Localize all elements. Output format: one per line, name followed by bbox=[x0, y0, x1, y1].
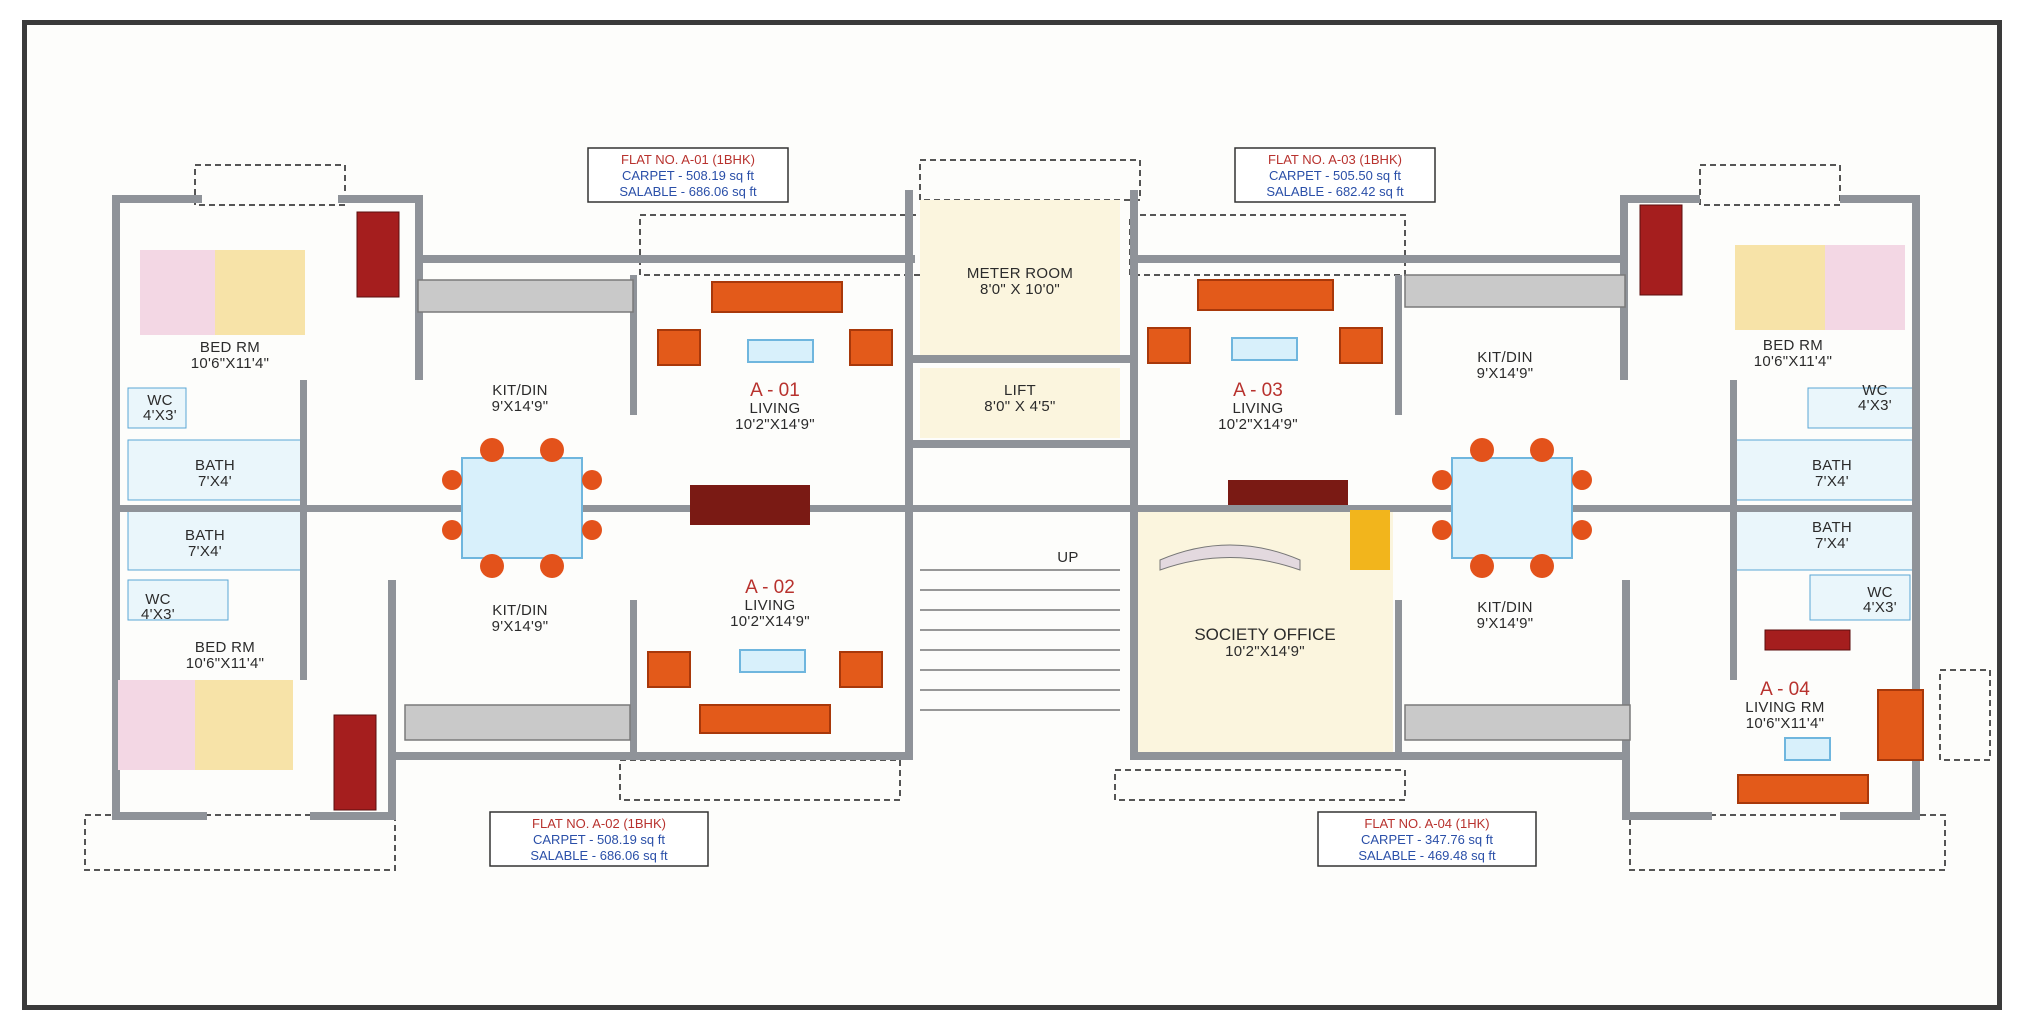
wc-label: WC bbox=[145, 591, 171, 608]
bedroom-label: BED RM bbox=[1763, 337, 1823, 354]
salable-area: SALABLE - 682.42 sq ft bbox=[1266, 184, 1404, 199]
flat-number: FLAT NO. A-04 (1HK) bbox=[1364, 816, 1489, 831]
wc-size: 4'X3' bbox=[143, 407, 177, 424]
balcony-outline bbox=[639, 214, 931, 276]
lift-label: LIFT bbox=[1004, 382, 1036, 399]
kitchen-size: 9'X14'9" bbox=[1477, 365, 1534, 382]
stair-up-label: UP bbox=[1057, 549, 1078, 566]
image-frame bbox=[22, 20, 2002, 1010]
wardrobes bbox=[333, 204, 1851, 811]
kitchen-size: 9'X14'9" bbox=[492, 618, 549, 635]
kitchen-label: KIT/DIN bbox=[492, 382, 547, 399]
lift-size: 8'0" X 4'5" bbox=[984, 398, 1055, 415]
core-area bbox=[920, 200, 1393, 752]
balcony-outline bbox=[84, 814, 396, 871]
carpet-area: CARPET - 508.19 sq ft bbox=[622, 168, 754, 183]
bath-label: BATH bbox=[185, 527, 225, 544]
balcony-outline bbox=[1629, 814, 1946, 871]
salable-area: SALABLE - 686.06 sq ft bbox=[619, 184, 757, 199]
unit-label: A - 02 bbox=[745, 577, 795, 598]
living-label: LIVING bbox=[1233, 400, 1284, 417]
unit-label: A - 01 bbox=[750, 380, 800, 401]
balcony-outline bbox=[1129, 214, 1406, 276]
wc-size: 4'X3' bbox=[1858, 397, 1892, 414]
flat-number: FLAT NO. A-02 (1BHK) bbox=[532, 816, 666, 831]
bedroom-size: 10'6"X11'4" bbox=[191, 355, 270, 372]
balcony-outline bbox=[619, 759, 901, 801]
carpet-area: CARPET - 347.76 sq ft bbox=[1361, 832, 1493, 847]
flat-info-box-a03: FLAT NO. A-03 (1BHK) CARPET - 505.50 sq … bbox=[1234, 147, 1436, 203]
kitchen-label: KIT/DIN bbox=[1477, 599, 1532, 616]
salable-area: SALABLE - 686.06 sq ft bbox=[530, 848, 668, 863]
living-label: LIVING RM bbox=[1745, 699, 1824, 716]
flat-info-box-a01: FLAT NO. A-01 (1BHK) CARPET - 508.19 sq … bbox=[587, 147, 789, 203]
flat-number: FLAT NO. A-01 (1BHK) bbox=[621, 152, 755, 167]
bedroom-label: BED RM bbox=[200, 339, 260, 356]
living-label: LIVING bbox=[750, 400, 801, 417]
kitchen-counters bbox=[404, 274, 1631, 741]
balcony-outline bbox=[194, 164, 346, 206]
living-size: 10'2"X14'9" bbox=[1218, 416, 1298, 433]
meter-room-size: 8'0" X 10'0" bbox=[980, 281, 1060, 298]
wc-size: 4'X3' bbox=[1863, 599, 1897, 616]
society-office-size: 10'2"X14'9" bbox=[1225, 643, 1305, 660]
bath-label: BATH bbox=[195, 457, 235, 474]
beds bbox=[118, 245, 1905, 770]
society-office-label: SOCIETY OFFICE bbox=[1194, 625, 1335, 644]
bedroom-size: 10'6"X11'4" bbox=[186, 655, 265, 672]
balcony-outline bbox=[919, 159, 1141, 201]
unit-label: A - 03 bbox=[1233, 380, 1283, 401]
bath-size: 7'X4' bbox=[1815, 535, 1849, 552]
bathroom-tiles bbox=[127, 387, 1914, 621]
flat-info-box-a02: FLAT NO. A-02 (1BHK) CARPET - 508.19 sq … bbox=[489, 811, 709, 867]
wc-label: WC bbox=[1867, 584, 1893, 601]
carpet-area: CARPET - 505.50 sq ft bbox=[1269, 168, 1401, 183]
living-size: 10'2"X14'9" bbox=[730, 613, 810, 630]
bath-size: 7'X4' bbox=[1815, 473, 1849, 490]
flat-number: FLAT NO. A-03 (1BHK) bbox=[1268, 152, 1402, 167]
room-labels: BED RM 10'6"X11'4" BED RM 10'6"X11'4" BE… bbox=[141, 265, 1897, 732]
living-furniture bbox=[647, 279, 1924, 804]
bath-size: 7'X4' bbox=[188, 543, 222, 560]
carpet-area: CARPET - 508.19 sq ft bbox=[533, 832, 665, 847]
flat-info-box-a04: FLAT NO. A-04 (1HK) CARPET - 347.76 sq f… bbox=[1317, 811, 1537, 867]
kitchen-size: 9'X14'9" bbox=[492, 398, 549, 415]
living-label: LIVING bbox=[745, 597, 796, 614]
bedroom-label: BED RM bbox=[195, 639, 255, 656]
living-size: 10'6"X11'4" bbox=[1746, 715, 1825, 732]
wc-size: 4'X3' bbox=[141, 606, 175, 623]
walls bbox=[112, 190, 1920, 820]
kitchen-label: KIT/DIN bbox=[492, 602, 547, 619]
living-size: 10'2"X14'9" bbox=[735, 416, 815, 433]
balcony-outline bbox=[1114, 769, 1406, 801]
dining-tables bbox=[442, 438, 1592, 578]
bath-size: 7'X4' bbox=[198, 473, 232, 490]
wc-label: WC bbox=[147, 392, 173, 409]
meter-room-label: METER ROOM bbox=[967, 265, 1073, 282]
bedroom-size: 10'6"X11'4" bbox=[1754, 353, 1833, 370]
wc-label: WC bbox=[1862, 382, 1888, 399]
kitchen-label: KIT/DIN bbox=[1477, 349, 1532, 366]
salable-area: SALABLE - 469.48 sq ft bbox=[1358, 848, 1496, 863]
bath-label: BATH bbox=[1812, 457, 1852, 474]
balcony-outline bbox=[1939, 669, 1991, 761]
kitchen-size: 9'X14'9" bbox=[1477, 615, 1534, 632]
bath-label: BATH bbox=[1812, 519, 1852, 536]
unit-label: A - 04 bbox=[1760, 679, 1810, 700]
balcony-outline bbox=[1699, 164, 1841, 206]
